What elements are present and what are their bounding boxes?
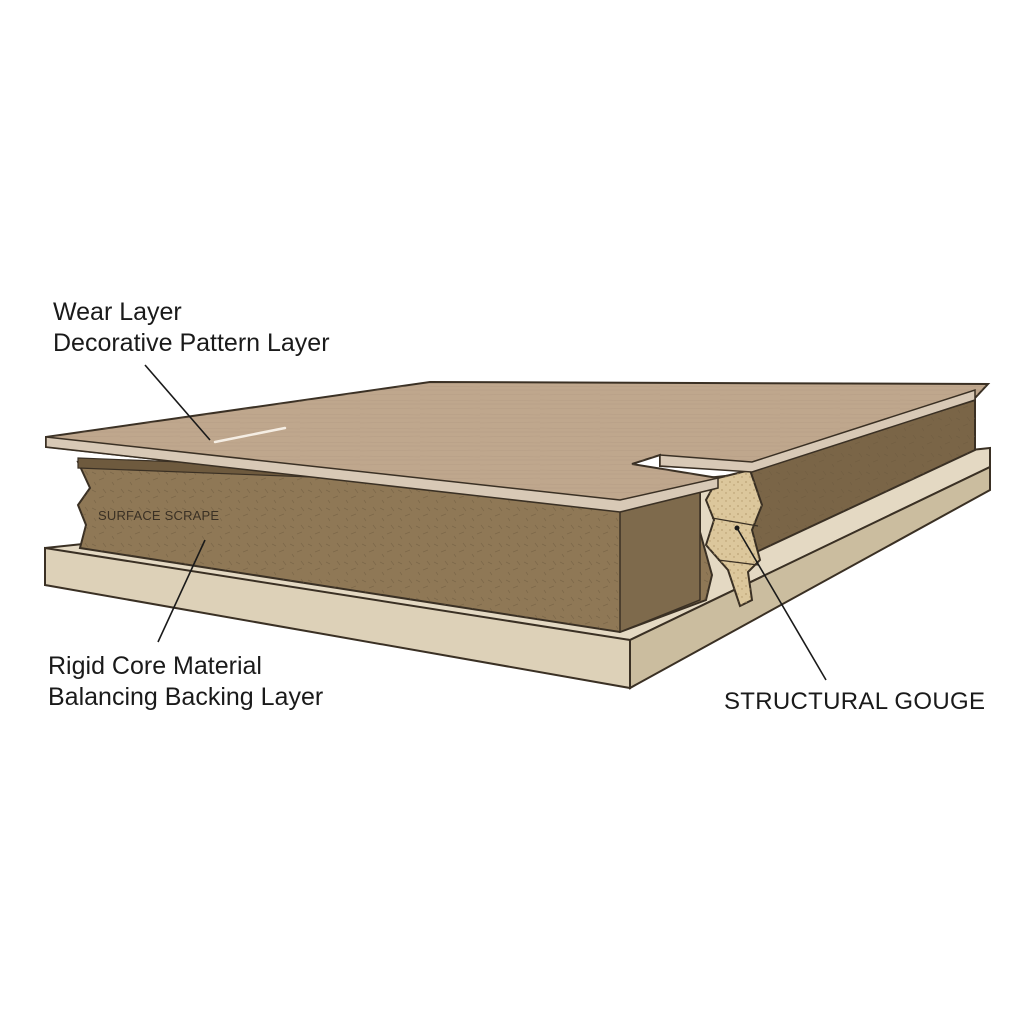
backing-layer-label: Balancing Backing Layer — [48, 683, 324, 711]
decorative-layer-label: Decorative Pattern Layer — [53, 329, 330, 357]
leader-dot-gouge — [734, 525, 740, 531]
leader-line-wear — [144, 364, 211, 441]
leader-line-core — [157, 539, 206, 643]
wear-layer-label: Wear Layer — [53, 298, 182, 326]
structural-gouge-shape — [704, 468, 764, 608]
structural-gouge-label: STRUCTURAL GOUGE — [724, 688, 986, 715]
wear-layer-shape — [45, 380, 991, 513]
surface-scrape-label: SURFACE SCRAPE — [98, 508, 220, 523]
rigid-core-label: Rigid Core Material — [48, 652, 262, 680]
leader-line-gouge — [736, 527, 827, 681]
